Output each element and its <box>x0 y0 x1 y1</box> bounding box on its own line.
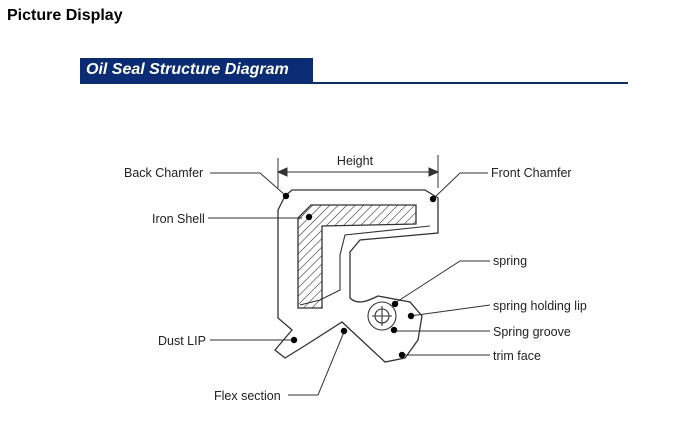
label-iron-shell: Iron Shell <box>152 212 205 226</box>
label-dust-lip: Dust LIP <box>158 334 206 348</box>
callout-dots <box>282 192 437 359</box>
label-back-chamfer: Back Chamfer <box>124 166 203 180</box>
label-spring: spring <box>493 254 527 268</box>
label-front-chamfer: Front Chamfer <box>491 166 572 180</box>
section-rule <box>80 82 628 84</box>
label-spring-holding-lip: spring holding lip <box>493 299 587 313</box>
label-flex-section: Flex section <box>214 389 281 403</box>
page-heading: Picture Display <box>7 7 123 24</box>
section-title: Oil Seal Structure Diagram <box>86 61 289 78</box>
height-dimension <box>276 155 440 188</box>
height-label: Height <box>337 154 374 168</box>
height-label-bg <box>330 153 380 169</box>
section-banner: Oil Seal Structure Diagram <box>80 58 628 84</box>
leader-lines <box>208 172 491 396</box>
spring <box>367 301 397 331</box>
label-spring-groove: Spring groove <box>493 325 571 339</box>
label-trim-face: trim face <box>493 349 541 363</box>
iron-shell <box>297 204 417 309</box>
section-title-tab: Oil Seal Structure Diagram <box>80 58 313 82</box>
